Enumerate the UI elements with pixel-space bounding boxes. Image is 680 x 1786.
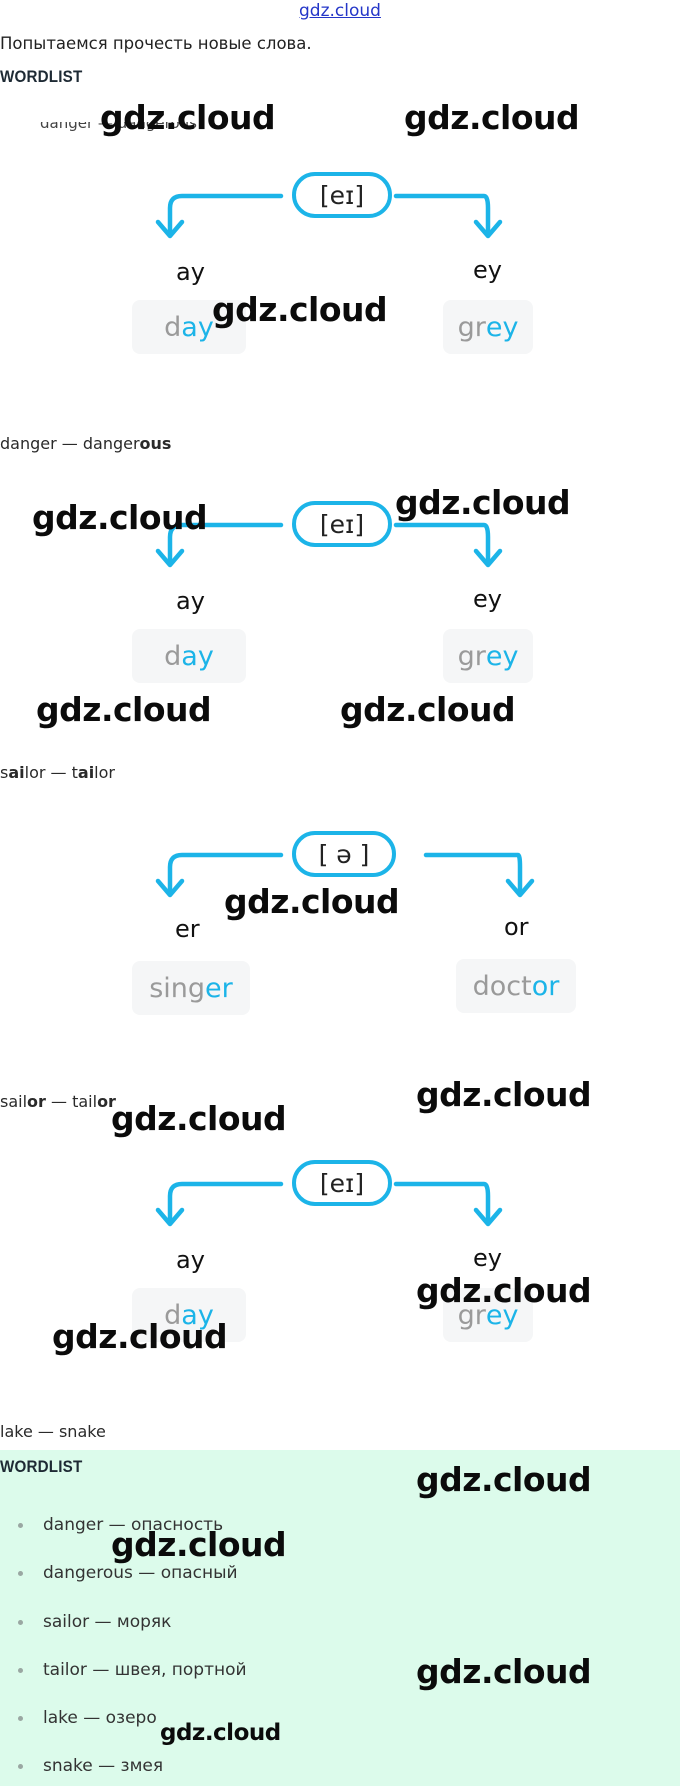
- watermark: gdz.cloud: [111, 1525, 287, 1564]
- sound-pill: [eɪ]: [292, 172, 392, 218]
- example-accent: ey: [485, 1299, 519, 1331]
- left-spelling: er: [175, 915, 200, 943]
- word-pair-3: sailor — tailor: [0, 1092, 116, 1111]
- right-spelling: ey: [473, 256, 502, 284]
- list-item: snake — змея: [18, 1756, 163, 1776]
- example-plain: gr: [457, 1299, 486, 1331]
- watermark: gdz.cloud: [224, 882, 400, 921]
- word-pair-4: lake — snake: [0, 1422, 106, 1441]
- arrows-icon: [155, 852, 535, 898]
- example-accent: ay: [181, 311, 214, 343]
- watermark: gdz.cloud: [416, 1652, 592, 1691]
- right-spelling: or: [504, 913, 529, 941]
- bullet-icon: [18, 1570, 23, 1576]
- word-pair-1: danger — dangerous: [0, 434, 172, 453]
- site-title[interactable]: gdz.cloud: [299, 1, 381, 21]
- arrows-icon: [155, 1181, 503, 1227]
- example-plain: d: [164, 640, 182, 672]
- word-pair-2: sailor — tailor: [0, 763, 115, 782]
- list-item: dangerous — опасный: [18, 1563, 238, 1583]
- example-plain: sing: [149, 972, 206, 1004]
- sound-pill: [ ə ]: [292, 831, 396, 877]
- watermark: gdz.cloud: [212, 290, 388, 329]
- bullet-icon: [18, 1715, 23, 1721]
- watermark: gdz.cloud: [36, 690, 212, 729]
- watermark: gdz.cloud: [32, 498, 208, 537]
- example-accent: ay: [181, 1299, 214, 1331]
- watermark: gdz.cloud: [395, 483, 571, 522]
- watermark: gdz.cloud: [340, 690, 516, 729]
- example-plain: d: [164, 311, 182, 343]
- arrows-icon: [155, 193, 503, 239]
- sound-pill: [eɪ]: [292, 501, 392, 547]
- watermark: gdz.cloud: [111, 1099, 287, 1138]
- bullet-icon: [18, 1667, 23, 1673]
- example-accent: ey: [485, 311, 519, 343]
- right-spelling: ey: [473, 585, 502, 613]
- watermark: gdz.cloud: [416, 1460, 592, 1499]
- left-spelling: ay: [176, 258, 205, 286]
- intro-text: Попытаемся прочесть новые слова.: [0, 34, 312, 53]
- watermark: gdz.cloud: [52, 1317, 228, 1356]
- watermark: gdz.cloud: [416, 1271, 592, 1310]
- list-item: sailor — моряк: [18, 1612, 171, 1632]
- watermark: gdz.cloud: [404, 98, 580, 137]
- watermark: gdz.cloud: [416, 1075, 592, 1114]
- sound-pill: [eɪ]: [292, 1160, 392, 1206]
- watermark: gdz.cloud: [160, 1720, 281, 1746]
- example-accent: ay: [181, 640, 214, 672]
- list-item: tailor — швея, портной: [18, 1660, 247, 1680]
- bullet-icon: [18, 1619, 23, 1625]
- example-accent: er: [205, 972, 233, 1004]
- bullet-icon: [18, 1522, 23, 1528]
- example-accent: ey: [485, 640, 519, 672]
- example-plain: d: [164, 1299, 182, 1331]
- wordlist-section: WORDLIST danger — опасность dangerous — …: [0, 1450, 680, 1786]
- example-accent: or: [531, 970, 560, 1002]
- watermark: gdz.cloud: [100, 98, 276, 137]
- arrows-icon: [155, 522, 503, 568]
- list-item: lake — озеро: [18, 1708, 157, 1728]
- example-plain: gr: [457, 311, 486, 343]
- left-spelling: ay: [176, 587, 205, 615]
- right-spelling: ey: [473, 1244, 502, 1272]
- wordlist-heading-top: WORDLIST: [0, 68, 83, 86]
- example-plain: doct: [472, 970, 532, 1002]
- bullet-icon: [18, 1763, 23, 1769]
- example-plain: gr: [457, 640, 486, 672]
- left-spelling: ay: [176, 1246, 205, 1274]
- list-item: danger — опасность: [18, 1515, 223, 1535]
- cut-off-pair: danger — dangerous: [40, 122, 197, 132]
- wordlist-heading: WORDLIST: [0, 1458, 83, 1476]
